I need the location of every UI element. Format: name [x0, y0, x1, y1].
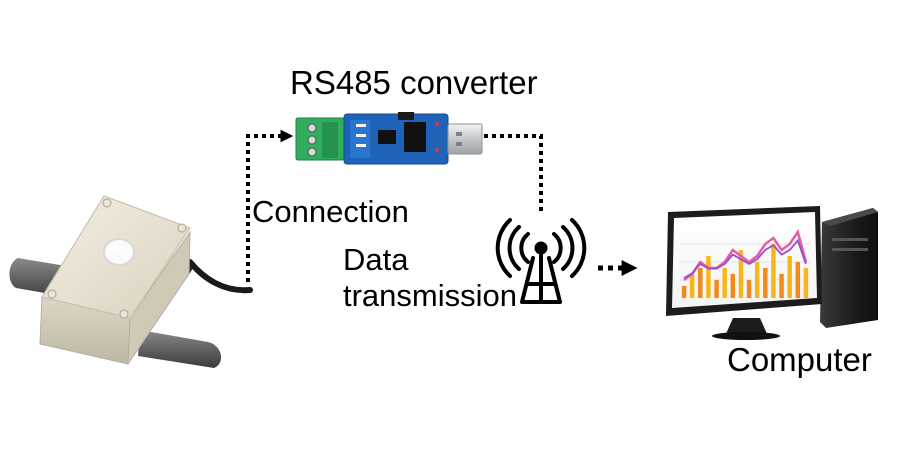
chart-bar — [763, 268, 768, 298]
chart-bar — [681, 286, 687, 298]
computer — [666, 206, 878, 340]
chart-bar — [714, 280, 719, 298]
data-transmission-label-line2: transmission — [343, 278, 517, 313]
connection-label: Connection — [252, 194, 409, 229]
chart-bar — [706, 256, 711, 298]
rs485-converter-label: RS485 converter — [290, 64, 538, 101]
chart-bar — [730, 274, 736, 298]
antenna-tower-icon — [495, 218, 587, 304]
chart-bar — [689, 274, 695, 298]
chart-series-line — [683, 229, 808, 282]
computer-label: Computer — [727, 341, 872, 378]
light-sensor-dome — [103, 238, 135, 266]
chart-bar — [771, 244, 776, 298]
sensor-device — [9, 195, 253, 368]
chart-bar — [779, 274, 784, 298]
chart-bar — [803, 268, 809, 298]
chart-bar — [722, 268, 727, 298]
chart-series-line — [683, 238, 807, 279]
chart-bars — [681, 244, 809, 298]
chart-bar — [698, 268, 703, 298]
chart-bar — [746, 280, 752, 298]
chart-bar — [787, 256, 792, 298]
usb-plug — [447, 123, 483, 155]
chart-bar — [754, 262, 760, 298]
sensor-cable — [187, 259, 253, 294]
chart-bar — [795, 262, 801, 298]
rs485-converter — [295, 112, 483, 165]
connection-dotted-line — [246, 129, 294, 282]
chart-lines — [683, 229, 808, 282]
chart-bar — [738, 250, 744, 298]
computer-tower — [820, 208, 878, 328]
mounting-bar-right — [138, 330, 222, 368]
usb-dotted-line — [484, 134, 543, 214]
data-transmission-label-line1: Data — [343, 242, 409, 277]
